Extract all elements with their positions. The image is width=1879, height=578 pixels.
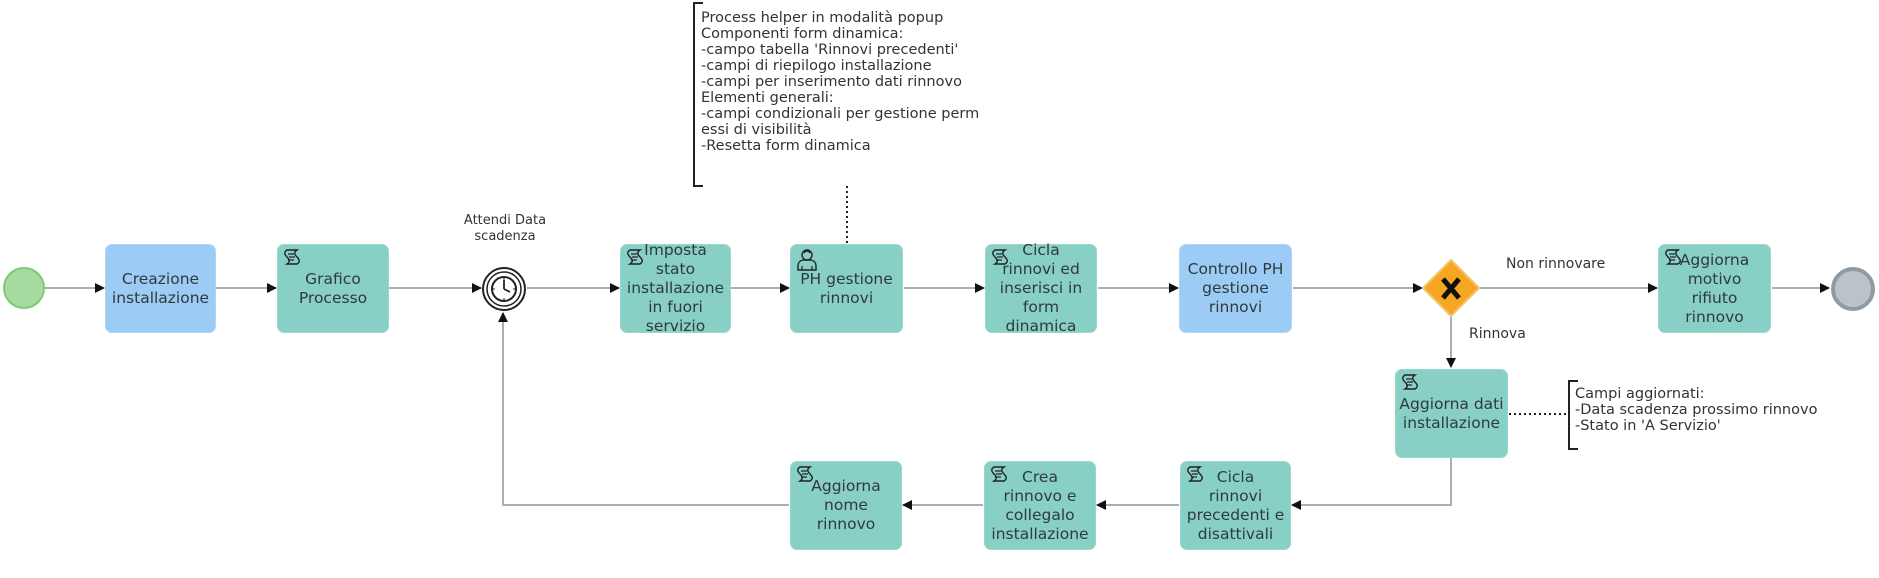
task-label: Controllo PH gestione rinnovi [1187,260,1284,316]
task-label: Aggiorna nome rinnovo [811,477,881,533]
task-controllo-ph[interactable]: Controllo PH gestione rinnovi [1179,244,1292,333]
script-icon [1187,466,1203,482]
script-icon [991,466,1007,482]
script-icon [284,249,300,265]
task-label: Aggiorna motivo rifiuto rinnovo [1679,250,1750,326]
user-icon [797,249,817,271]
script-icon [992,249,1008,265]
script-icon [1402,374,1418,390]
task-label: Imposta stato installazione in fuori ser… [626,241,725,335]
end-event[interactable] [1831,267,1875,311]
annotation-bracket-dati [1568,380,1578,450]
annotation-aggiorna-dati: Campi aggiornati: -Data scadenza prossim… [1575,386,1818,434]
annotation-ph-gestione: Process helper in modalità popup Compone… [701,10,980,154]
exclusive-gateway[interactable] [1421,258,1481,318]
task-aggiorna-dati-installazione[interactable]: Aggiorna dati installazione [1395,369,1508,458]
start-event[interactable] [3,267,45,309]
task-crea-rinnovo[interactable]: Crea rinnovo e collegalo installazione [984,461,1096,550]
task-label: Cicla rinnovi ed inserisci in form dinam… [999,241,1083,335]
annotation-bracket-ph [693,2,703,187]
script-icon [797,466,813,482]
task-cicla-rinnovi-precedenti[interactable]: Cicla rinnovi precedenti e disattivali [1180,461,1291,550]
clock-icon [491,276,517,302]
exclusive-x-icon [1441,277,1461,300]
task-label: Crea rinnovo e collegalo installazione [991,467,1089,543]
task-aggiorna-nome-rinnovo[interactable]: Aggiorna nome rinnovo [790,461,902,550]
task-imposta-stato[interactable]: Imposta stato installazione in fuori ser… [620,241,731,335]
task-cicla-rinnovi-form[interactable]: Cicla rinnovi ed inserisci in form dinam… [985,241,1097,335]
task-aggiorna-motivo-rifiuto[interactable]: Aggiorna motivo rifiuto rinnovo [1658,244,1771,333]
flow-label-rinnova: Rinnova [1469,326,1526,342]
task-creazione-installazione[interactable]: Creazione installazione [105,244,216,333]
task-label: Grafico Processo [298,269,368,307]
script-icon [627,249,643,265]
flow-dati-cicla-precedenti[interactable] [1291,458,1452,510]
flow-nome-timer[interactable] [498,312,789,506]
timer-event-label: Attendi Data scadenza [463,213,547,244]
flow-label-non-rinnovare: Non rinnovare [1506,256,1606,272]
task-label: Cicla rinnovi precedenti e disattivali [1186,467,1285,543]
task-grafico-processo[interactable]: Grafico Processo [277,244,389,333]
script-icon [1665,249,1681,265]
task-label: Aggiorna dati installazione [1399,394,1504,432]
task-label: PH gestione rinnovi [800,269,893,307]
timer-event[interactable] [482,267,526,311]
task-label: Creazione installazione [111,269,210,307]
task-ph-gestione-rinnovi[interactable]: PH gestione rinnovi [790,244,903,333]
